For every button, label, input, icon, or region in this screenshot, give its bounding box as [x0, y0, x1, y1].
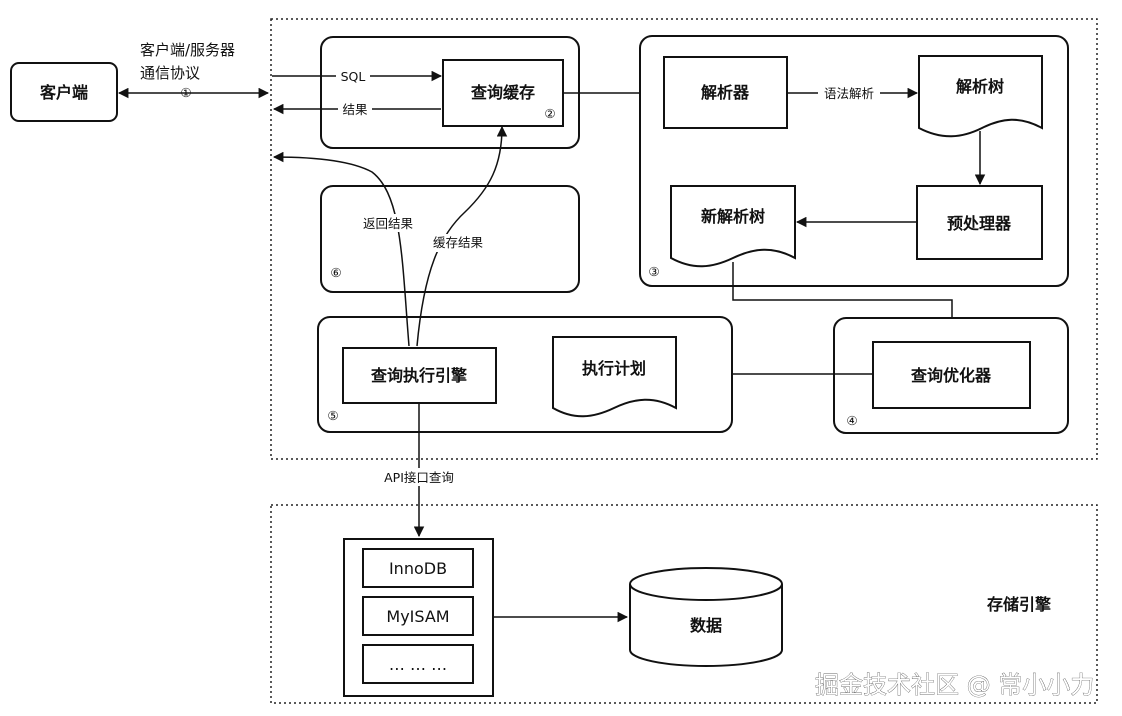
exec-engine-label: 查询执行引擎 [371, 366, 468, 385]
storage-layer-region [270, 504, 1098, 704]
optimizer-label: 查询优化器 [911, 366, 992, 385]
preprocessor-node: 预处理器 [916, 185, 1043, 260]
exec-plan-node: 执行计划 [552, 336, 677, 418]
watermark: 掘金技术社区 @ 常小小力 [815, 671, 1094, 699]
innodb-label: InnoDB [389, 559, 447, 578]
new-parse-tree-node: 新解析树 [670, 185, 796, 268]
more-engines-node: … … … [362, 644, 474, 684]
api-query-label: API接口查询 [384, 470, 454, 485]
return-result-label: 返回结果 [363, 216, 414, 231]
result-label: 结果 [342, 102, 368, 117]
myisam-node: MyISAM [362, 596, 474, 636]
module3-num: ③ [648, 264, 659, 279]
client-protocol-line2: 通信协议 [140, 64, 200, 82]
storage-engine-label: 存储引擎 [987, 595, 1052, 614]
syntax-parse-label: 语法解析 [824, 86, 874, 101]
module6-num: ⑥ [330, 265, 341, 280]
module4-num: ④ [846, 413, 857, 428]
data-cylinder: 数据 [629, 567, 783, 667]
return-result-arrow [272, 151, 410, 347]
parser-label: 解析器 [701, 83, 750, 102]
sql-label: SQL [341, 69, 366, 84]
cache-result-label: 缓存结果 [433, 235, 484, 250]
server-layer-region [270, 18, 1098, 460]
more-engines-label: … … … [389, 655, 447, 674]
module5-num: ⑤ [327, 408, 338, 423]
query-cache-num: ② [544, 106, 555, 121]
client-protocol-line1: 客户端/服务器 [140, 41, 235, 59]
preprocessor-label: 预处理器 [947, 214, 1012, 233]
client-node: 客户端 [10, 62, 118, 122]
parse-tree-node: 解析树 [918, 55, 1043, 138]
new-parse-tree-label: 新解析树 [701, 207, 765, 226]
query-cache-node: 查询缓存 ② [442, 59, 564, 127]
myisam-label: MyISAM [386, 607, 449, 626]
client-label: 客户端 [40, 83, 88, 102]
cache-result-arrow [416, 125, 508, 347]
exec-plan-label: 执行计划 [582, 359, 646, 378]
parser-node: 解析器 [663, 56, 788, 129]
optimizer-node: 查询优化器 [872, 341, 1031, 409]
innodb-node: InnoDB [362, 548, 474, 588]
exec-engine-node: 查询执行引擎 [342, 347, 497, 404]
query-cache-label: 查询缓存 [471, 83, 535, 102]
data-label: 数据 [690, 616, 722, 635]
parse-tree-label: 解析树 [956, 77, 1004, 96]
